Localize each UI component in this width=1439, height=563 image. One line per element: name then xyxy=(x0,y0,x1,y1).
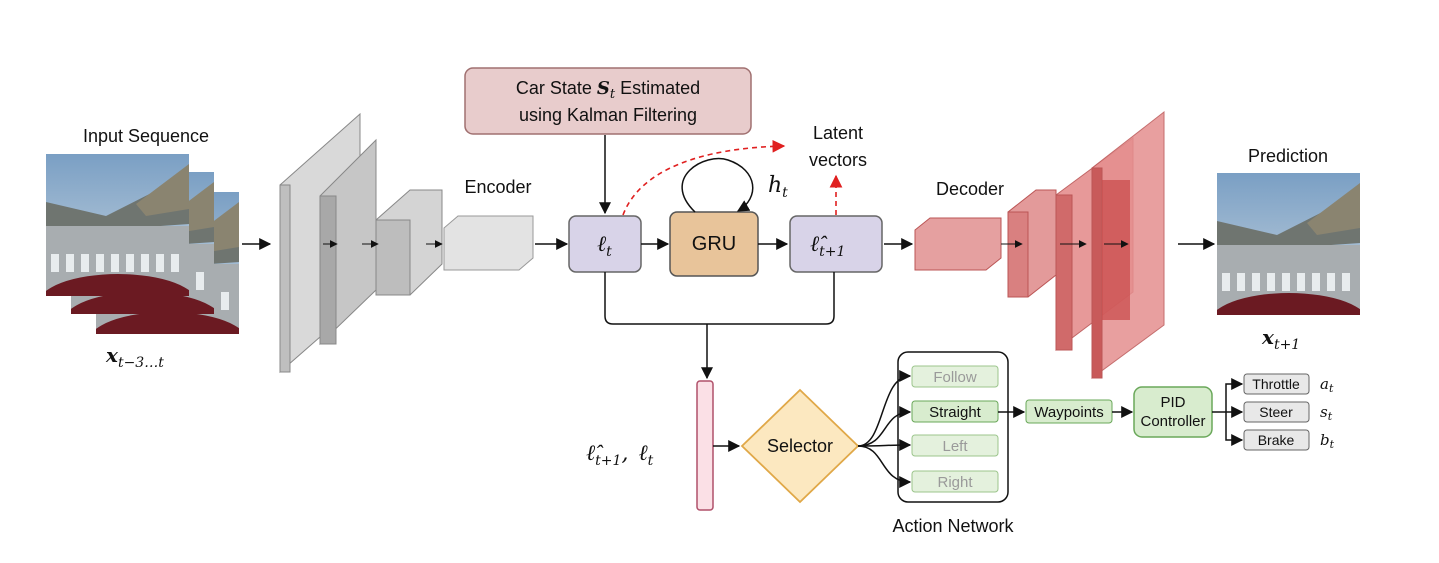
svg-text:Throttle: Throttle xyxy=(1252,376,1300,392)
svg-text:Selector: Selector xyxy=(767,436,833,456)
prediction-frame xyxy=(1217,173,1360,315)
branch-right: Right xyxy=(911,470,999,493)
svg-text:ht: ht xyxy=(768,173,788,201)
concat-symbol: ℓ̂t+1,ℓt xyxy=(586,441,654,469)
latent-lt-box: ℓt xyxy=(568,215,642,273)
latent-vectors-label-2: vectors xyxy=(809,150,867,170)
svg-text:bt: bt xyxy=(1320,431,1335,451)
svg-text:Right: Right xyxy=(937,474,973,491)
svg-text:st: st xyxy=(1320,403,1333,423)
output-brake: Brake bt xyxy=(1243,429,1335,451)
svg-text:Waypoints: Waypoints xyxy=(1034,404,1103,421)
branch-follow: Follow xyxy=(911,365,999,388)
svg-text:Controller: Controller xyxy=(1140,413,1205,430)
hidden-state-symbol: ht xyxy=(768,173,788,201)
input-sequence-title: Input Sequence xyxy=(83,126,209,146)
branch-left: Left xyxy=(911,434,999,457)
svg-text:Straight: Straight xyxy=(929,404,982,421)
gru-recurrent-loop xyxy=(681,157,754,213)
svg-text:Steer: Steer xyxy=(1259,404,1293,420)
svg-text:GRU: GRU xyxy=(692,233,736,255)
svg-text:ℓt: ℓt xyxy=(597,232,612,260)
svg-text:PID: PID xyxy=(1160,394,1185,411)
svg-text:ℓ̂t+1,ℓt: ℓ̂t+1,ℓt xyxy=(586,441,654,469)
svg-text:xt+1: xt+1 xyxy=(1261,325,1300,353)
svg-text:Brake: Brake xyxy=(1258,432,1295,448)
prediction-title: Prediction xyxy=(1248,146,1328,166)
concat-vector xyxy=(696,380,714,511)
gru-box: GRU xyxy=(669,211,759,277)
svg-text:using Kalman Filtering: using Kalman Filtering xyxy=(519,105,697,125)
svg-text:Left: Left xyxy=(942,438,968,455)
decoder-label: Decoder xyxy=(936,179,1004,199)
branch-straight: Straight xyxy=(911,400,999,423)
output-throttle: Throttle at xyxy=(1243,373,1334,395)
pid-controller-box: PID Controller xyxy=(1133,386,1213,438)
latent-vectors-label-1: Latent xyxy=(813,123,863,143)
svg-text:Car State St Estimated: Car State St Estimated xyxy=(516,78,700,102)
waypoints-box: Waypoints xyxy=(1025,399,1113,424)
output-steer: Steer st xyxy=(1243,401,1333,423)
encoder-stack xyxy=(279,112,534,374)
action-network-box xyxy=(897,351,1009,503)
latent-lhat-box: ℓ̂t+1 xyxy=(789,215,883,273)
car-state-box: Car State St Estimated using Kalman Filt… xyxy=(464,67,752,135)
latent-dashed-arrow-left xyxy=(622,139,786,216)
svg-text:Follow: Follow xyxy=(933,369,977,386)
svg-text:at: at xyxy=(1320,375,1334,395)
encoder-label: Encoder xyxy=(464,177,531,197)
selector-branches xyxy=(857,370,912,488)
action-network-label: Action Network xyxy=(892,516,1014,536)
input-symbol: xt−3…t xyxy=(105,343,164,371)
svg-text:xt−3…t: xt−3…t xyxy=(105,343,164,371)
prediction-symbol: xt+1 xyxy=(1261,325,1300,353)
decoder-stack xyxy=(914,110,1165,379)
selector-diamond: Selector xyxy=(740,388,860,504)
